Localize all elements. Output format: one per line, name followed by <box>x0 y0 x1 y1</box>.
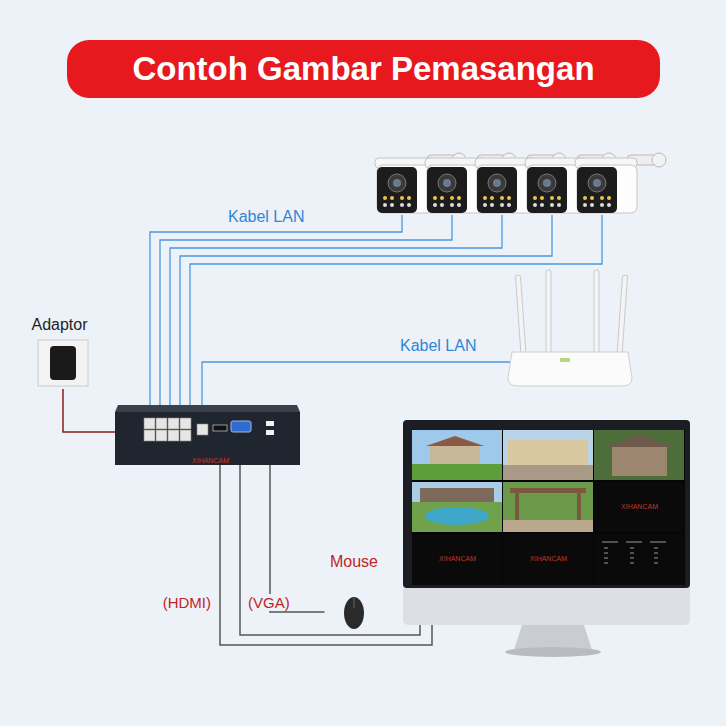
cable-label: Kabel LAN <box>226 208 307 226</box>
mouse-node: Mouse <box>325 551 384 639</box>
nvr-box: XIHANCAM <box>115 405 300 465</box>
cable-line <box>63 389 115 432</box>
title-banner: Contoh Gambar Pemasangan <box>67 40 660 98</box>
port-label: (HDMI) <box>161 594 213 611</box>
device-label: Mouse <box>330 553 378 571</box>
channel-label: XIHANCAM <box>530 555 567 563</box>
cable-label: Kabel LAN <box>398 337 479 355</box>
port-label: (VGA) <box>246 594 292 611</box>
device-label: Adaptor <box>31 316 87 334</box>
brand-label: XIHANCAM <box>192 457 229 465</box>
monitor-node: XIHANCAM XIHANCAM XIHANCAM <box>403 420 690 625</box>
cable-line <box>240 465 420 635</box>
cable-line <box>270 465 325 612</box>
title-text: Contoh Gambar Pemasangan <box>132 50 594 88</box>
adaptor-node: Adaptor <box>26 314 93 389</box>
channel-label: XIHANCAM <box>439 555 476 563</box>
cable-line <box>220 465 432 645</box>
channel-label: XIHANCAM <box>621 503 658 511</box>
